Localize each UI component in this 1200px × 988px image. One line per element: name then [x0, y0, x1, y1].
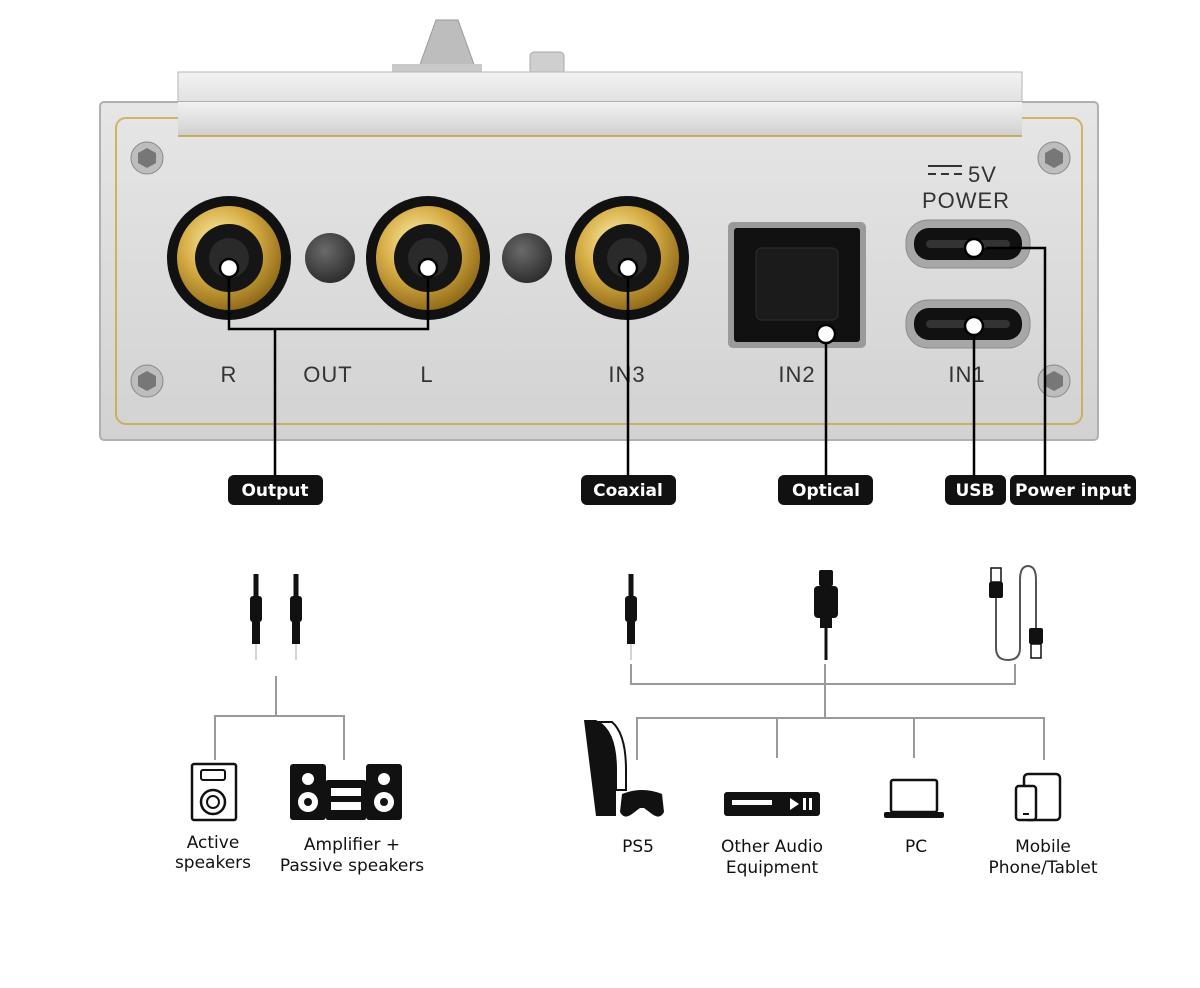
- rca-cable-icon: [250, 574, 302, 660]
- ps5-icon: [584, 720, 664, 817]
- speaker-icon: [190, 762, 238, 822]
- dc-symbol-icon: [928, 165, 962, 175]
- label-audio-equipment-1: Other Audio: [721, 837, 823, 857]
- label-mobile-2: Phone/Tablet: [988, 858, 1097, 878]
- optical-cable-icon: [814, 570, 838, 660]
- badge-usb: USB: [945, 475, 1006, 505]
- svg-text:Power input: Power input: [1015, 481, 1131, 501]
- jack-label-in3: IN3: [608, 362, 645, 387]
- svg-text:Output: Output: [241, 481, 308, 501]
- stereo-system-icon: [290, 764, 402, 820]
- output-connector-tree: [214, 676, 345, 760]
- input-connector-tree: [630, 664, 1045, 760]
- svg-text:Coaxial: Coaxial: [593, 481, 663, 501]
- optical-port: [728, 222, 866, 348]
- indicator-dot: [305, 233, 355, 283]
- phone-tablet-icon: [1014, 772, 1062, 822]
- label-active-speakers-1: Active: [187, 833, 240, 853]
- jack-label-in1: IN1: [948, 362, 985, 387]
- badge-coaxial: Coaxial: [581, 475, 676, 505]
- badge-output: Output: [228, 475, 323, 505]
- label-mobile-1: Mobile: [1015, 837, 1071, 857]
- power-label: POWER: [922, 188, 1010, 213]
- svg-text:Optical: Optical: [792, 481, 860, 501]
- screw-icon: [130, 141, 1071, 398]
- jack-label-r: R: [221, 362, 238, 387]
- svg-text:USB: USB: [955, 481, 994, 501]
- jack-label-l: L: [420, 362, 433, 387]
- jack-label-out: OUT: [303, 362, 352, 387]
- media-player-icon: [724, 792, 820, 816]
- usb-cable-icon: [989, 564, 1043, 662]
- power-voltage-label: 5V: [968, 162, 997, 187]
- coax-cable-icon: [625, 574, 637, 660]
- label-active-speakers-2: speakers: [175, 853, 251, 873]
- label-pc: PC: [905, 837, 927, 857]
- jack-label-in2: IN2: [778, 362, 815, 387]
- badge-optical: Optical: [778, 475, 873, 505]
- indicator-dot: [502, 233, 552, 283]
- badge-power-input: Power input: [1010, 475, 1136, 505]
- callout-lines: [218, 237, 1047, 476]
- label-ps5: PS5: [622, 837, 654, 857]
- label-amplifier-2: Passive speakers: [280, 856, 424, 876]
- label-audio-equipment-2: Equipment: [726, 858, 819, 878]
- laptop-icon: [884, 778, 944, 818]
- label-amplifier-1: Amplifier +: [304, 835, 400, 855]
